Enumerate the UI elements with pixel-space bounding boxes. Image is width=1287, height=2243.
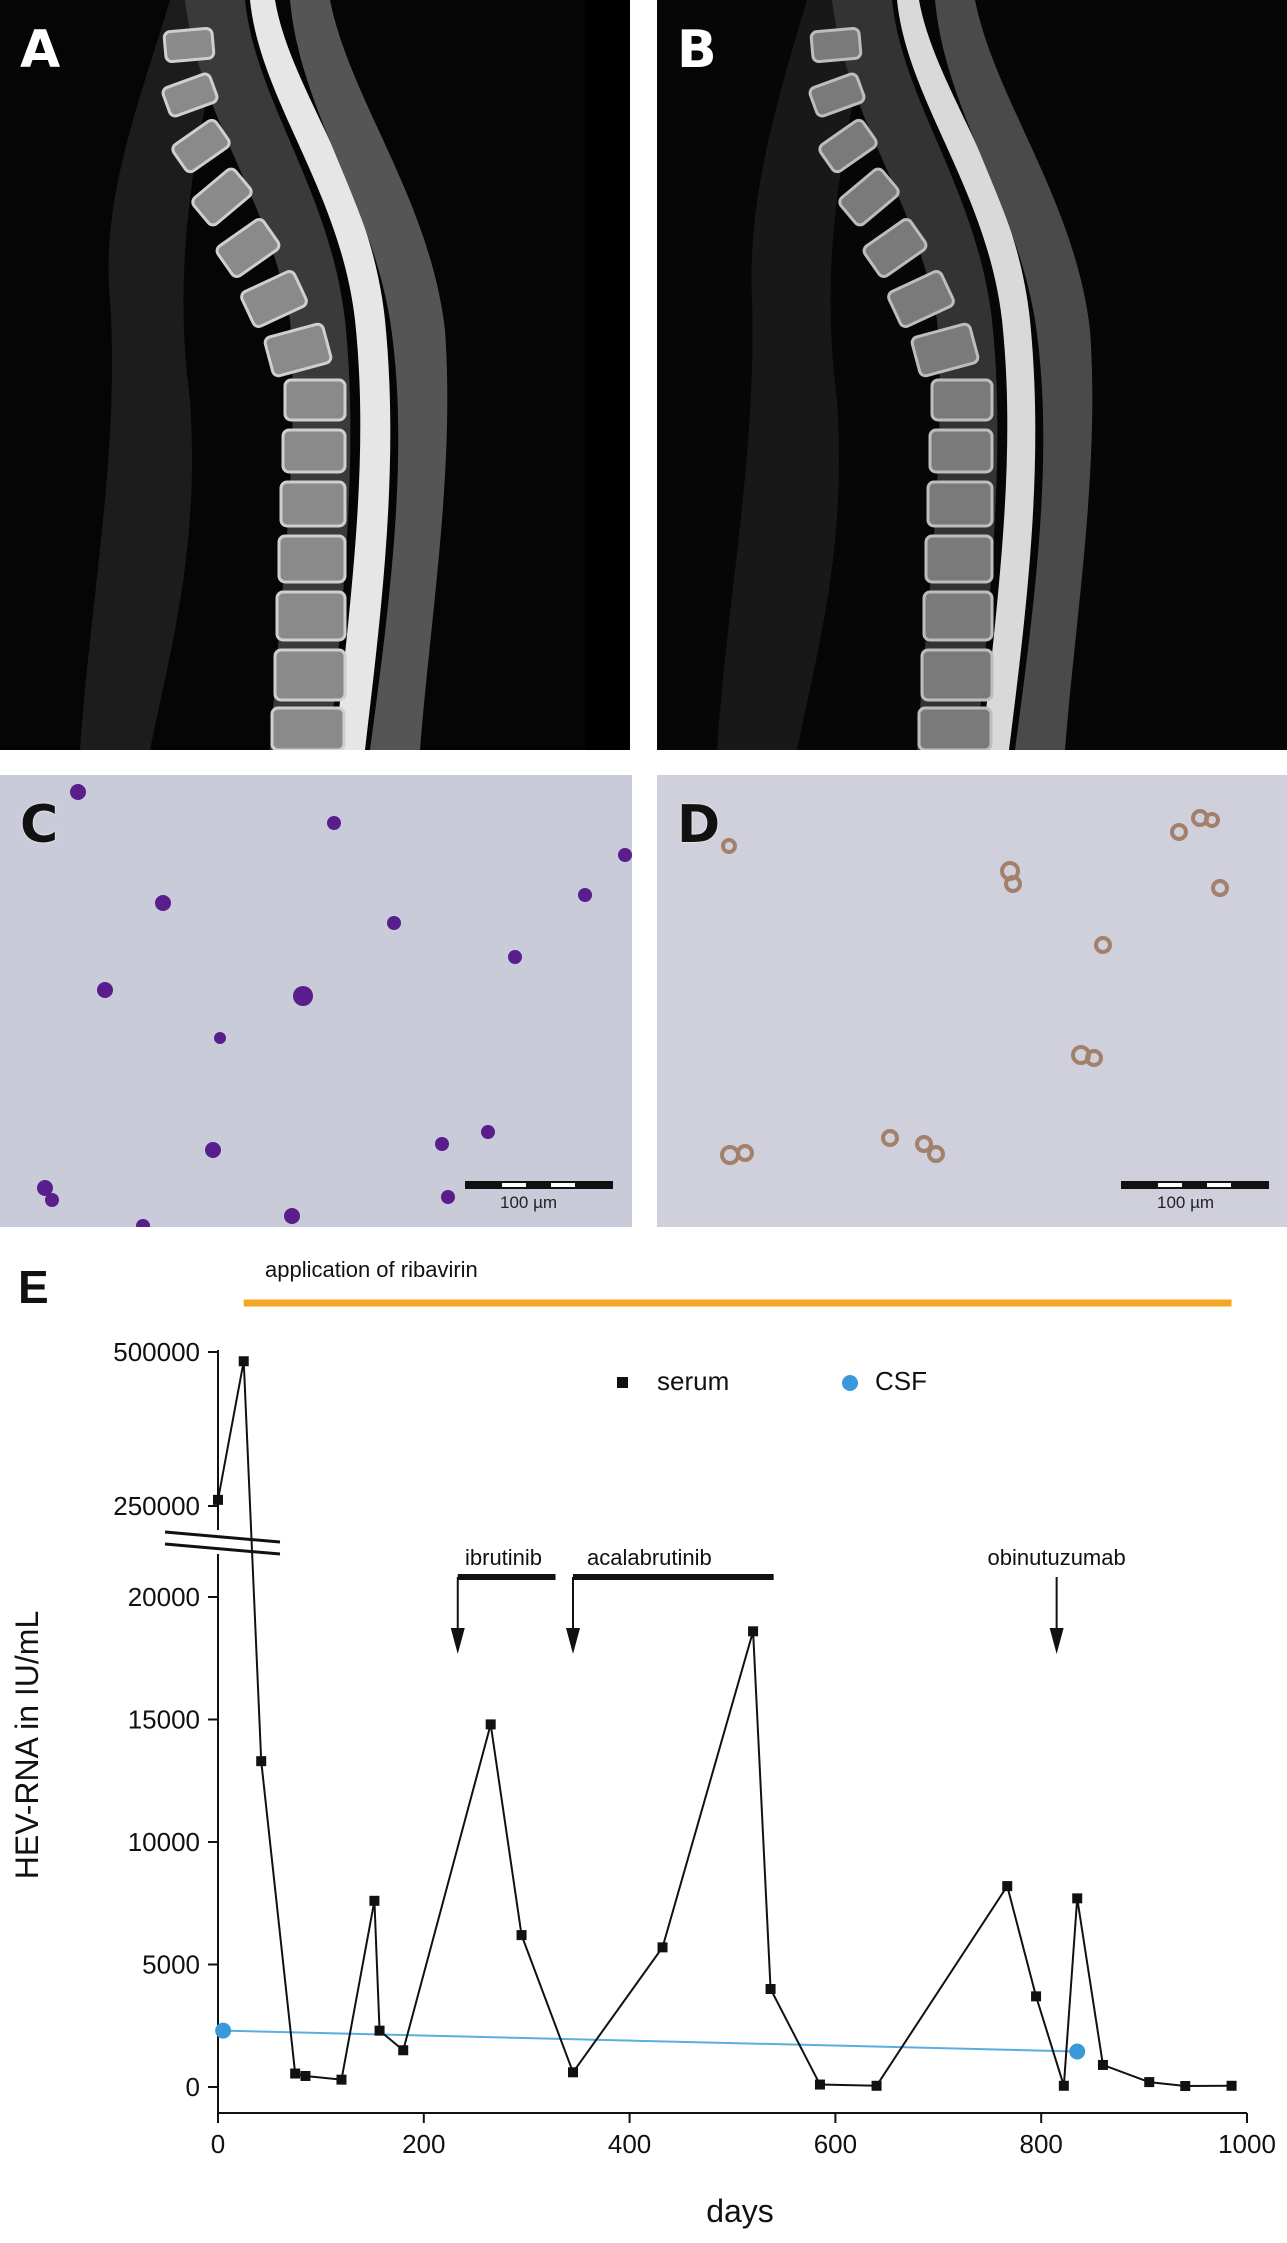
y-axis-label: HEV-RNA in IU/mL — [9, 1611, 45, 1880]
mri-spine-illustration-a — [0, 0, 630, 750]
scalebar-label-d: 100 µm — [1157, 1193, 1215, 1212]
panel-c-microscopy-image: C 100 µm — [0, 775, 632, 1227]
csf-data-point — [1069, 2043, 1086, 2060]
serum-data-point — [1058, 2080, 1069, 2091]
legend-serum-marker — [617, 1377, 628, 1388]
serum-data-point — [765, 1984, 776, 1994]
serum-data-point — [1226, 2080, 1237, 2091]
csf-series-line — [223, 2029, 1078, 2053]
acalabrutinib-label: acalabrutinib — [587, 1545, 712, 1570]
axis-break-gap — [214, 1530, 222, 1554]
panel-label-c: C — [20, 795, 59, 855]
serum-data-point — [568, 2067, 579, 2078]
axis-break-mark-bottom — [164, 1542, 281, 1556]
y-tick-label: 20000 — [128, 1582, 200, 1612]
y-tick-label: 0 — [186, 2072, 200, 2102]
serum-data-point — [374, 2025, 385, 2036]
y-tick-label: 15000 — [128, 1705, 200, 1735]
y-tick-label: 5000 — [142, 1950, 200, 1980]
serum-data-point — [1097, 2059, 1108, 2070]
serum-data-point — [748, 1626, 759, 1637]
cell-stain-d-illustration — [657, 775, 1287, 1227]
serum-data-point — [485, 1719, 496, 1730]
serum-data-point — [300, 2070, 311, 2081]
legend-serum-label: serum — [657, 1366, 729, 1396]
serum-data-point — [213, 1494, 223, 1505]
serum-data-point — [369, 1895, 380, 1906]
serum-data-point — [1144, 2077, 1155, 2088]
scalebar-label-c: 100 µm — [500, 1193, 558, 1212]
x-tick-label: 600 — [814, 2129, 857, 2159]
y-tick-label: 10000 — [128, 1827, 200, 1857]
serum-series-line — [217, 1361, 1232, 2088]
serum-data-point — [256, 1756, 267, 1767]
x-tick-label: 200 — [402, 2129, 445, 2159]
acalabrutinib-arrow-head — [566, 1628, 581, 1654]
x-tick-label: 0 — [211, 2129, 225, 2159]
obinutuzumab-label: obinutuzumab — [988, 1545, 1126, 1570]
serum-data-point — [1072, 1893, 1083, 1904]
legend-csf-label: CSF — [875, 1366, 927, 1396]
serum-data-point — [1031, 1991, 1042, 2002]
serum-data-point — [290, 2068, 301, 2079]
panel-label-a: A — [20, 20, 61, 80]
serum-data-point — [516, 1930, 527, 1941]
panel-label-d: D — [677, 795, 721, 855]
ibrutinib-arrow-head — [450, 1628, 465, 1654]
x-tick-label: 800 — [1020, 2129, 1063, 2159]
serum-data-point — [1180, 2081, 1191, 2092]
panel-a-mri-image: A — [0, 0, 630, 750]
csf-data-point — [215, 2022, 232, 2039]
ibrutinib-label: ibrutinib — [465, 1545, 542, 1570]
serum-data-point — [814, 2079, 825, 2090]
obinutuzumab-arrow-head — [1049, 1628, 1064, 1654]
x-tick-label: 1000 — [1218, 2129, 1276, 2159]
mri-spine-illustration-b — [657, 0, 1287, 750]
panel-label-b: B — [677, 20, 717, 80]
ribavirin-label: application of ribavirin — [265, 1257, 478, 1282]
serum-data-point — [1002, 1881, 1013, 1892]
legend-csf-marker — [842, 1375, 858, 1391]
serum-data-point — [871, 2080, 882, 2091]
panel-label-e: E — [18, 1261, 49, 1313]
axis-break-mark-top — [164, 1530, 281, 1544]
serum-data-point — [657, 1942, 668, 1953]
serum-data-point — [336, 2074, 347, 2085]
serum-data-point — [398, 2045, 409, 2056]
panel-b-mri-image: B — [657, 0, 1287, 750]
y-tick-label: 500000 — [113, 1337, 200, 1367]
cell-stain-c-illustration — [0, 775, 632, 1227]
y-tick-label: 250000 — [113, 1491, 200, 1521]
panel-d-microscopy-image: D 100 µm — [657, 775, 1287, 1227]
x-tick-label: 400 — [608, 2129, 651, 2159]
serum-data-point — [238, 1356, 249, 1367]
x-axis-label: days — [706, 2193, 774, 2229]
